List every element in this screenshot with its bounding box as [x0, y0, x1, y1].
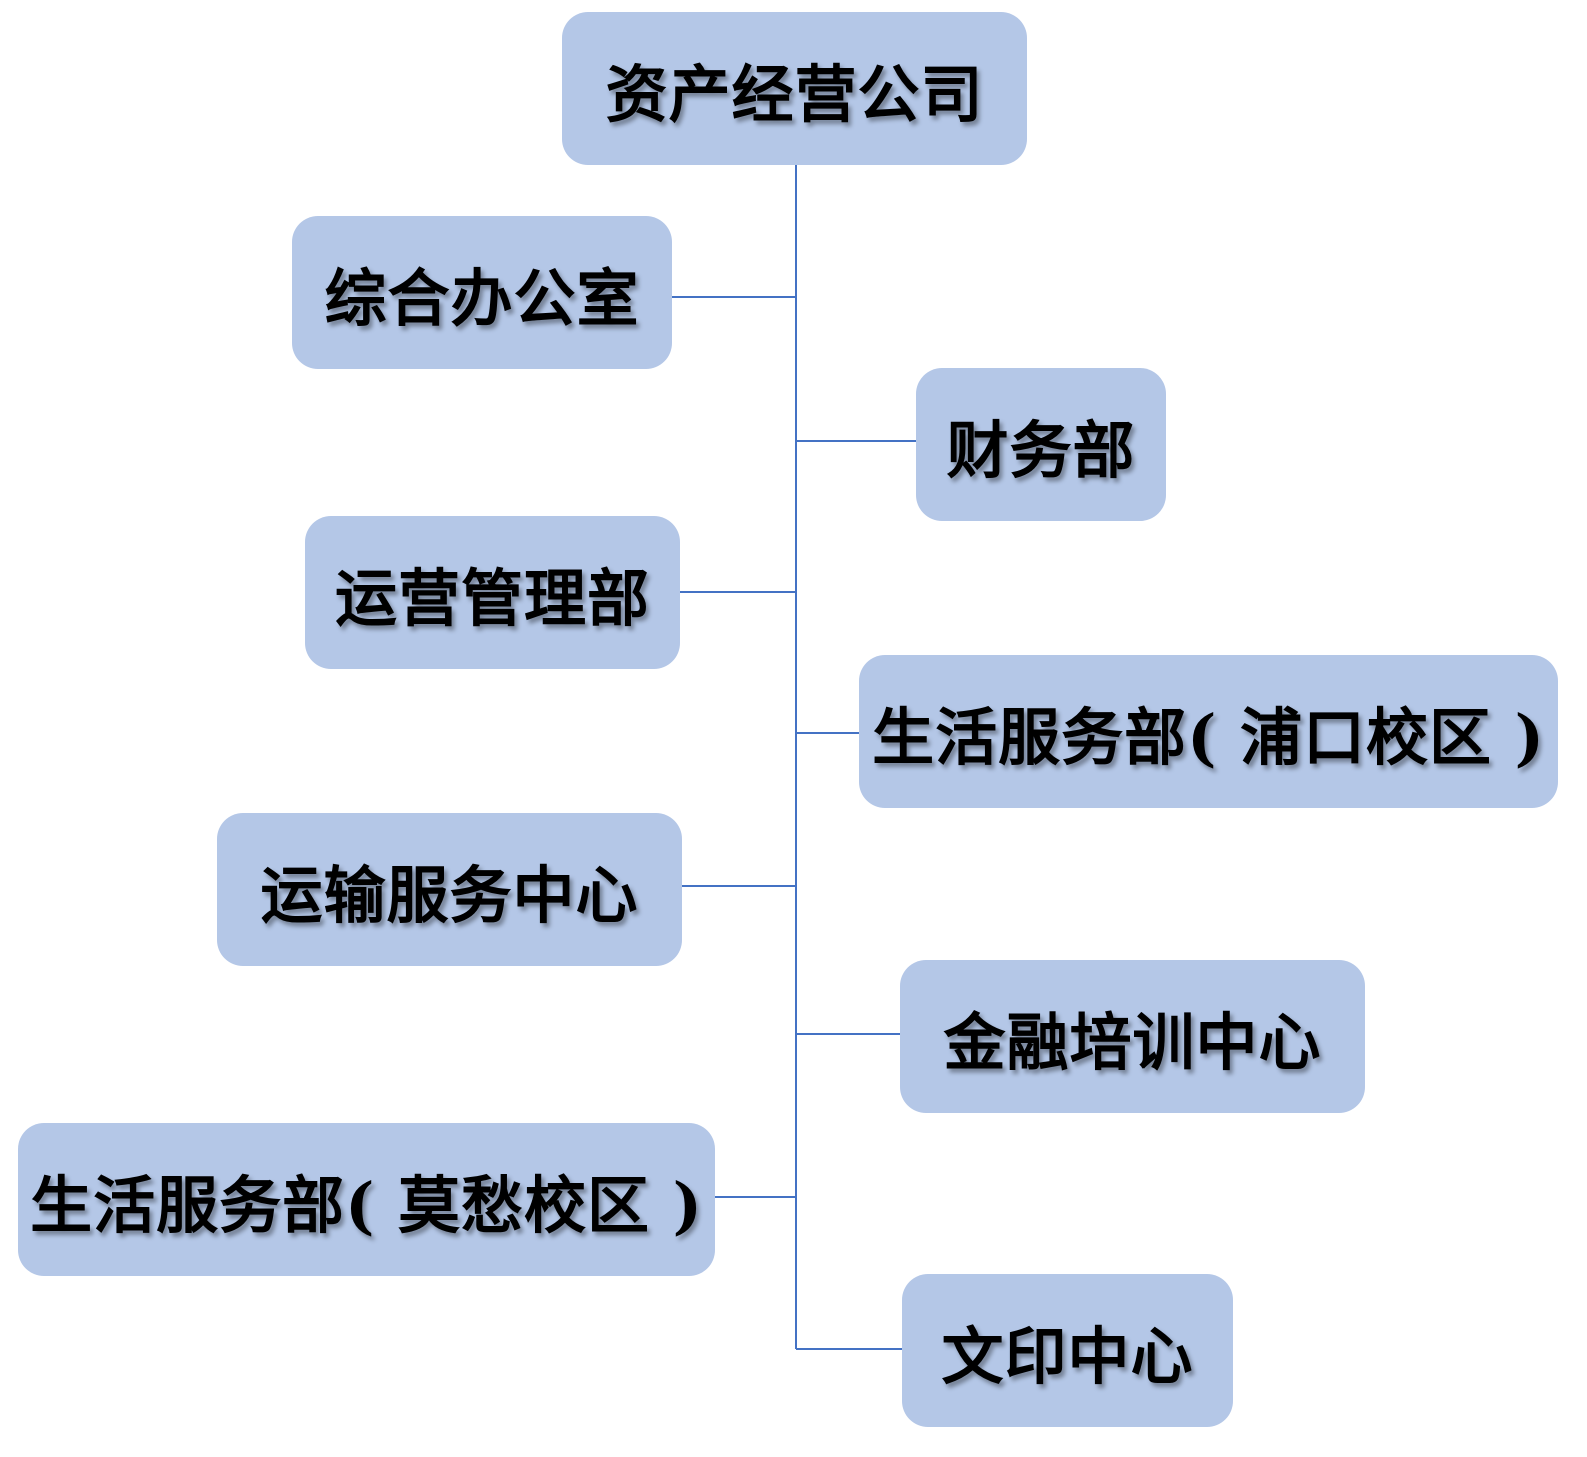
dept-node-shenghuo-pukou: 生活服务部( 浦口校区 ) — [859, 655, 1558, 808]
branch-line-mochou — [713, 1196, 796, 1198]
trunk-line — [795, 165, 797, 1349]
dept-node-yunshu: 运输服务中心 — [217, 813, 682, 966]
dept-node-jinrong: 金融培训中心 — [900, 960, 1365, 1113]
branch-line-yunshu — [681, 885, 796, 887]
branch-line-caiwu — [796, 440, 917, 442]
dept-label: 运输服务中心 — [260, 858, 639, 932]
dept-label: 文印中心 — [941, 1319, 1194, 1393]
dept-label: 生活服务部( 浦口校区 ) — [872, 700, 1545, 774]
branch-line-yunying — [679, 591, 796, 593]
dept-label: 运营管理部 — [334, 561, 650, 635]
dept-node-yunying: 运营管理部 — [305, 516, 680, 669]
dept-node-shenghuo-mochou: 生活服务部( 莫愁校区 ) — [18, 1123, 715, 1276]
dept-label: 金融培训中心 — [943, 1005, 1322, 1079]
branch-line-pukou — [796, 732, 860, 734]
dept-node-wenyin: 文印中心 — [902, 1274, 1233, 1427]
dept-label: 综合办公室 — [324, 261, 640, 335]
dept-label: 财务部 — [946, 413, 1136, 487]
root-node: 资产经营公司 — [562, 12, 1027, 165]
dept-node-caiwu: 财务部 — [916, 368, 1166, 521]
dept-label: 生活服务部( 莫愁校区 ) — [30, 1168, 703, 1242]
branch-line-jinrong — [796, 1033, 901, 1035]
root-label: 资产经营公司 — [605, 57, 984, 131]
branch-line-wenyin — [796, 1348, 903, 1350]
branch-line-zonghe — [671, 296, 796, 298]
dept-node-zonghe: 综合办公室 — [292, 216, 672, 369]
